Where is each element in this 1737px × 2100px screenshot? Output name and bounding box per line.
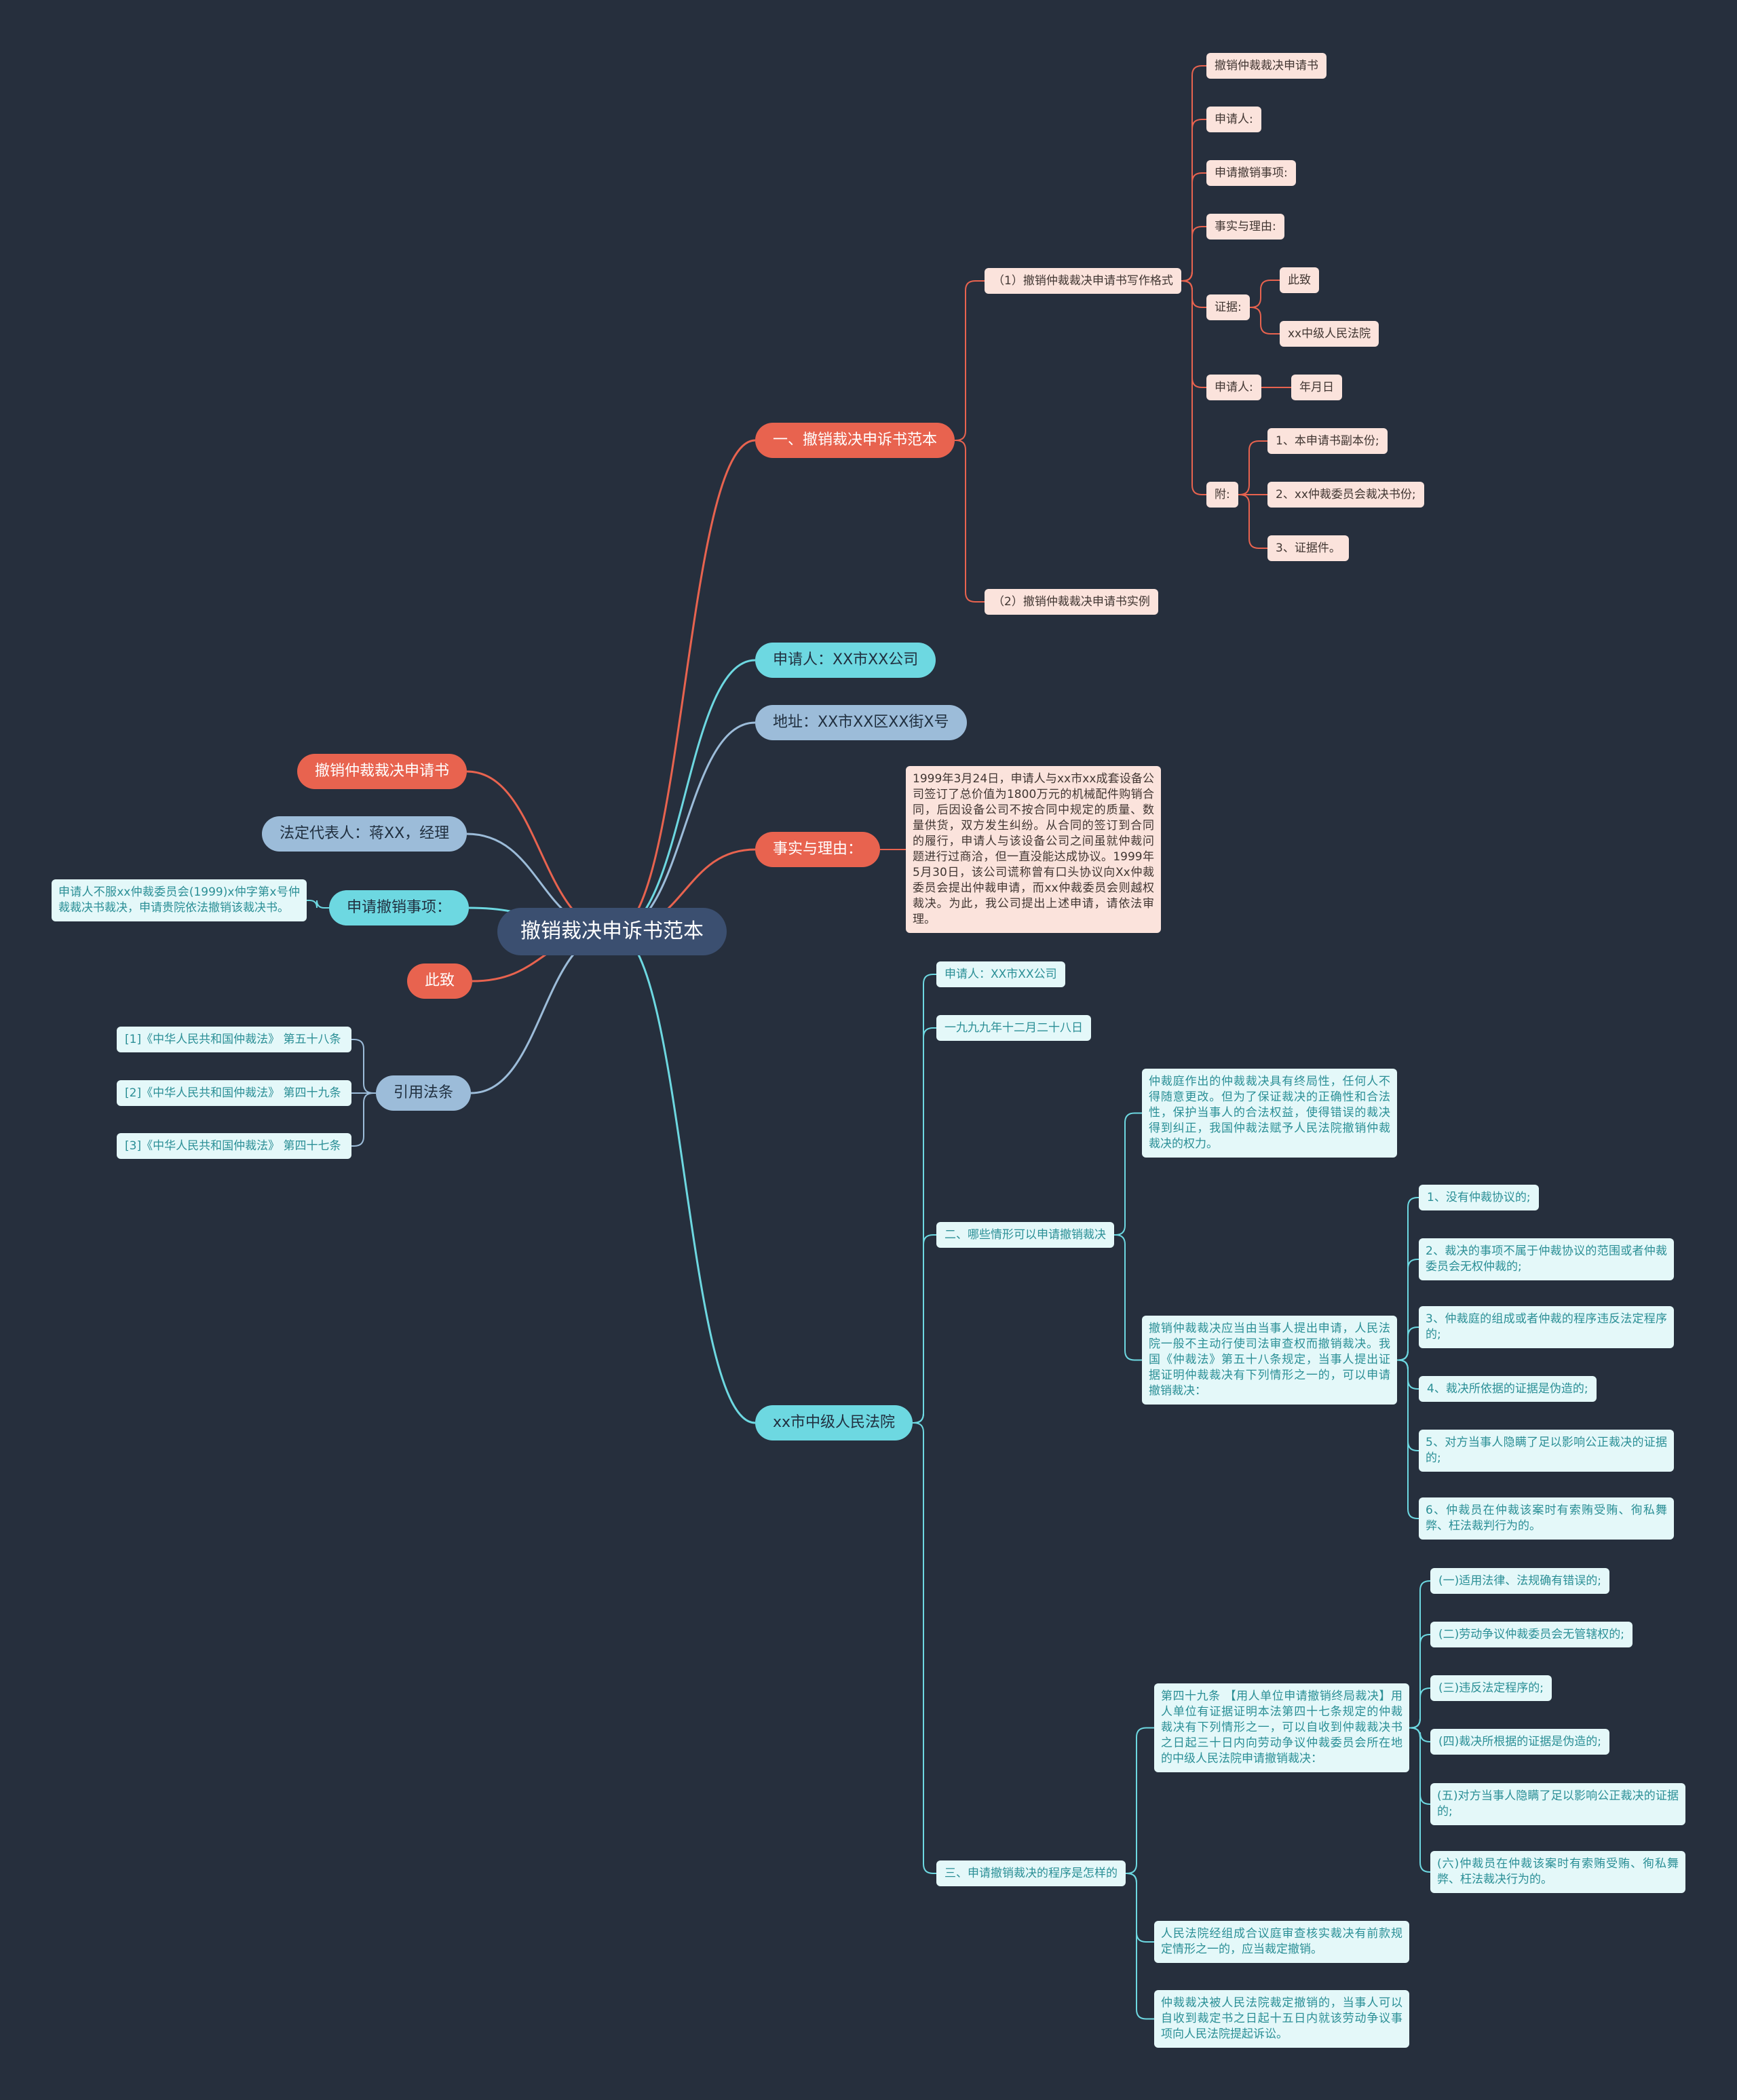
section-situations[interactable]: 二、哪些情形可以申请撤销裁决 [936,1222,1114,1248]
evidence-salutation: 此致 [1280,267,1319,293]
connector-line [307,900,329,909]
situation-item: 2、裁决的事项不属于仲裁协议的范围或者仲裁委员会无权仲裁的; [1419,1238,1674,1280]
section-procedure[interactable]: 三、申请撤销裁决的程序是怎样的 [936,1860,1126,1886]
branch-facts-reasons[interactable]: 事实与理由： [755,832,881,867]
connector-line [955,280,985,441]
connector-line [913,1027,936,1424]
procedure-lawsuit: 仲裁裁决被人民法院裁定撤销的，当事人可以自收到裁定书之日起十五日内就该劳动争议事… [1154,1990,1409,2048]
procedure-item: (六)仲裁员在仲裁该案时有索贿受贿、徇私舞弊、枉法裁决行为的。 [1430,1851,1685,1893]
connector-line [913,1234,936,1424]
connector-line [1250,307,1280,335]
branch-template-section[interactable]: 一、撤销裁决申诉书范本 [755,423,955,458]
cited-law-item: [1]《中华人民共和国仲裁法》 第五十八条 [117,1027,351,1052]
connector-line [1114,1112,1142,1236]
attachment-item: 2、xx仲裁委员会裁决书份; [1267,482,1424,508]
procedure-item: (三)违反法定程序的; [1430,1675,1552,1701]
connector-line [1238,440,1267,495]
format-evidence: 证据: [1206,294,1250,320]
connector-line [913,1422,936,1874]
format-applicant-signature: 申请人: [1206,375,1261,400]
situation-item: 5、对方当事人隐瞒了足以影响公正裁决的证据的; [1419,1430,1674,1472]
withdraw-matters-text: 申请人不服xx仲裁委员会(1999)x仲字第x号仲裁裁决书裁决，申请贵院依法撤销… [52,879,307,921]
connector-line [1181,226,1206,282]
facts-reasons-text: 1999年3月24日，申请人与xx市xx成套设备公司签订了总价值为1800万元的… [906,766,1161,933]
branch-address[interactable]: 地址：XX市XX区XX街X号 [755,705,967,740]
connector-line [351,1039,376,1094]
procedure-item: (二)劳动争议仲裁委员会无管辖权的; [1430,1622,1633,1647]
branch-withdraw-application[interactable]: 撤销仲裁裁决申请书 [297,754,467,789]
connector-line [1409,1727,1430,1873]
connector-line [1250,280,1280,308]
situations-text-1: 仲裁庭作出的仲裁裁决具有终局性，任何人不得随意更改。但为了保证裁决的正确性和合法… [1142,1069,1397,1158]
court-applicant: 申请人：XX市XX公司 [936,961,1065,987]
procedure-item: (五)对方当事人隐瞒了足以影响公正裁决的证据的; [1430,1783,1685,1825]
example-node[interactable]: （2）撤销仲裁裁决申请书实例 [985,589,1158,615]
connector-line [1126,1873,1154,1943]
format-date: 年月日 [1291,375,1342,400]
attachment-item: 1、本申请书副本份; [1267,428,1388,454]
connector-line [1114,1234,1142,1361]
format-title: 撤销仲裁裁决申请书 [1206,53,1326,79]
connector-line [955,440,985,603]
connector-line [1181,280,1206,388]
connector-line [1181,280,1206,495]
format-attachment: 附: [1206,482,1238,508]
connector-line [613,721,756,933]
connector-line [613,930,756,1424]
branch-salutation[interactable]: 此致 [407,963,473,999]
situation-item: 3、仲裁庭的组成或者仲裁的程序违反法定程序的; [1419,1306,1674,1348]
connector-line [1397,1326,1419,1361]
cited-law-item: [2]《中华人民共和国仲裁法》 第四十九条 [117,1080,351,1106]
connector-line [1126,1727,1154,1874]
connector-line [1126,1873,1154,2020]
branch-withdraw-matters[interactable]: 申请撤销事项： [329,890,470,925]
connector-line [1181,280,1206,308]
situation-item: 6、仲裁员在仲裁该案时有索贿受贿、徇私舞弊、枉法裁判行为的。 [1419,1497,1674,1540]
format-applicant: 申请人: [1206,107,1261,132]
situations-text-2: 撤销仲裁裁决应当由当事人提出申请，人民法院一般不主动行使司法审查权而撤销裁决。我… [1142,1316,1397,1405]
procedure-court-review: 人民法院经组成合议庭审查核实裁决有前款规定情形之一的，应当裁定撤销。 [1154,1921,1409,1963]
format-facts: 事实与理由: [1206,214,1284,240]
procedure-item: (一)适用法律、法规确有错误的; [1430,1568,1609,1594]
central-topic[interactable]: 撤销裁决申诉书范本 [497,908,727,955]
connector-line [913,974,936,1424]
situation-item: 1、没有仲裁协议的; [1419,1185,1539,1210]
branch-intermediate-court[interactable]: xx市中级人民法院 [755,1405,913,1440]
connector-line [613,439,756,933]
branch-legal-representative[interactable]: 法定代表人：蒋XX，经理 [262,816,467,852]
evidence-court: xx中级人民法院 [1280,321,1379,347]
procedure-item: (四)裁决所根据的证据是伪造的; [1430,1729,1609,1755]
connector-line [1238,494,1267,549]
writing-format-node[interactable]: （1）撤销仲裁裁决申请书写作格式 [985,268,1181,294]
court-date: 一九九九年十二月二十八日 [936,1015,1091,1041]
cited-law-item: [3]《中华人民共和国仲裁法》 第四十七条 [117,1133,351,1159]
connector-line [1409,1687,1430,1729]
branch-cited-laws[interactable]: 引用法条 [376,1075,472,1111]
connector-line [1397,1359,1419,1519]
connector-line [1181,119,1206,282]
procedure-article-49: 第四十九条 【用人单位申请撤销终局裁决】用人单位有证据证明本法第四十七条规定的仲… [1154,1683,1409,1772]
connector-line [351,1092,376,1147]
format-matters: 申请撤销事项: [1206,160,1296,186]
branch-applicant[interactable]: 申请人：XX市XX公司 [755,643,936,678]
attachment-item: 3、证据件。 [1267,535,1349,561]
situation-item: 4、裁决所依据的证据是伪造的; [1419,1376,1597,1402]
